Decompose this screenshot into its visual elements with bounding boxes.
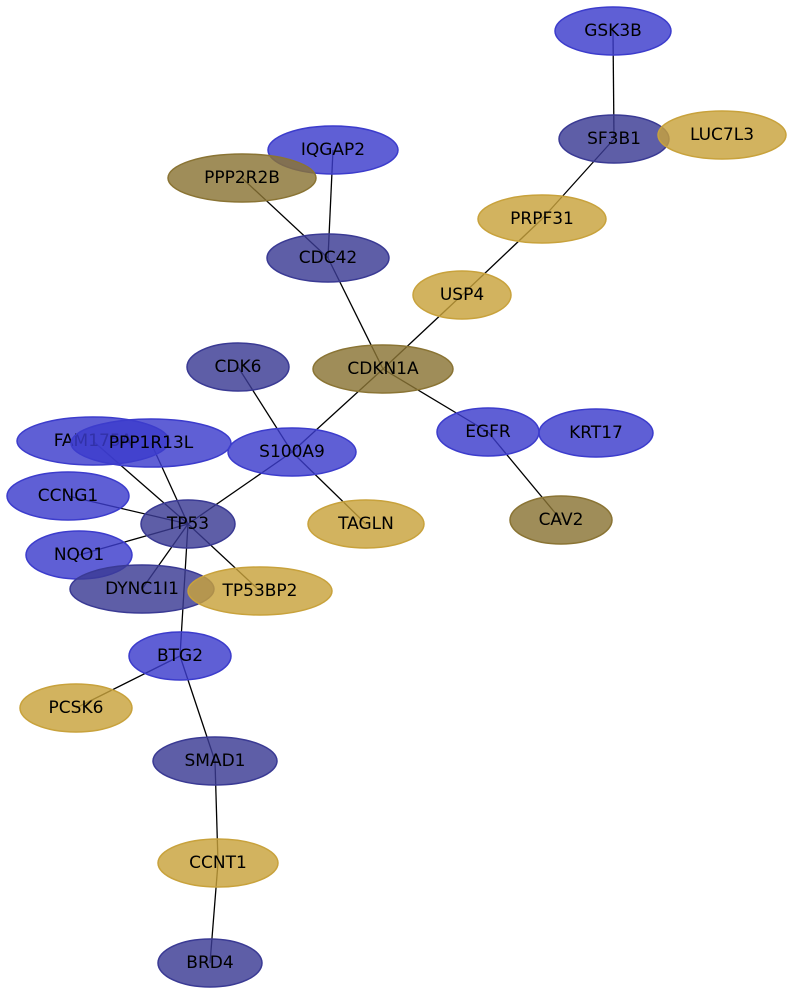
node-shape [70,418,232,468]
node-shape [266,233,390,283]
node-label: CAV2 [539,510,584,530]
node-shape [167,153,317,203]
node-shape [6,471,130,521]
node-ppp2r2b[interactable]: PPP2R2B [167,153,317,203]
node-egfr[interactable]: EGFR [436,407,540,457]
node-dync1i1[interactable]: DYNC1I1 [69,564,215,614]
node-label: TAGLN [337,514,394,534]
node-label: USP4 [440,285,484,305]
node-label: NQO1 [54,545,104,565]
node-shape [187,566,333,616]
node-pcsk6[interactable]: PCSK6 [19,683,133,733]
node-label: PCSK6 [49,698,104,718]
node-sf3b1[interactable]: SF3B1 [558,114,670,164]
node-usp4[interactable]: USP4 [412,270,512,320]
node-label: CCNG1 [38,486,98,506]
node-label: CDC42 [299,248,357,268]
node-shape [554,6,672,56]
node-shape [157,838,279,888]
node-label: PPP2R2B [204,168,280,188]
node-brd4[interactable]: BRD4 [157,938,263,988]
node-label: CDKN1A [347,359,419,379]
node-label: SMAD1 [185,751,246,771]
node-label: SF3B1 [587,129,641,149]
node-shape [307,499,425,549]
node-label: GSK3B [584,21,642,41]
node-label: TP53 [166,514,209,534]
node-shape [227,427,357,477]
node-luc7l3[interactable]: LUC7L3 [657,110,787,160]
node-label: PPP1R13L [109,433,194,453]
node-nqo1[interactable]: NQO1 [25,530,133,580]
node-krt17[interactable]: KRT17 [538,408,654,458]
node-shape [267,125,399,175]
node-label: LUC7L3 [690,125,754,145]
node-s100a9[interactable]: S100A9 [227,427,357,477]
node-shape [657,110,787,160]
node-ccnt1[interactable]: CCNT1 [157,838,279,888]
node-ccng1[interactable]: CCNG1 [6,471,130,521]
node-shape [152,736,278,786]
node-shape [412,270,512,320]
node-shape [128,631,232,681]
node-shape [538,408,654,458]
node-label: BRD4 [186,953,233,973]
node-tp53bp2[interactable]: TP53BP2 [187,566,333,616]
node-label: CDK6 [215,357,262,377]
node-shape [312,344,454,394]
node-tagln[interactable]: TAGLN [307,499,425,549]
node-prpf31[interactable]: PRPF31 [477,194,607,244]
node-label: PRPF31 [510,209,574,229]
node-ppp1r13l[interactable]: PPP1R13L [70,418,232,468]
node-shape [186,342,290,392]
node-shape [19,683,133,733]
node-cdk6[interactable]: CDK6 [186,342,290,392]
node-shape [509,495,613,545]
node-shape [477,194,607,244]
node-shape [140,499,236,549]
node-label: KRT17 [569,423,623,443]
node-tp53[interactable]: TP53 [140,499,236,549]
node-cav2[interactable]: CAV2 [509,495,613,545]
node-label: TP53BP2 [222,581,298,601]
node-cdkn1a[interactable]: CDKN1A [312,344,454,394]
node-btg2[interactable]: BTG2 [128,631,232,681]
node-smad1[interactable]: SMAD1 [152,736,278,786]
node-gsk3b[interactable]: GSK3B [554,6,672,56]
node-label: EGFR [465,422,511,442]
node-label: CCNT1 [189,853,247,873]
node-label: S100A9 [259,442,325,462]
node-shape [157,938,263,988]
node-cdc42[interactable]: CDC42 [266,233,390,283]
node-label: BTG2 [157,646,203,666]
node-iqgap2[interactable]: IQGAP2 [267,125,399,175]
node-label: DYNC1I1 [105,579,179,599]
node-label: IQGAP2 [301,140,365,160]
